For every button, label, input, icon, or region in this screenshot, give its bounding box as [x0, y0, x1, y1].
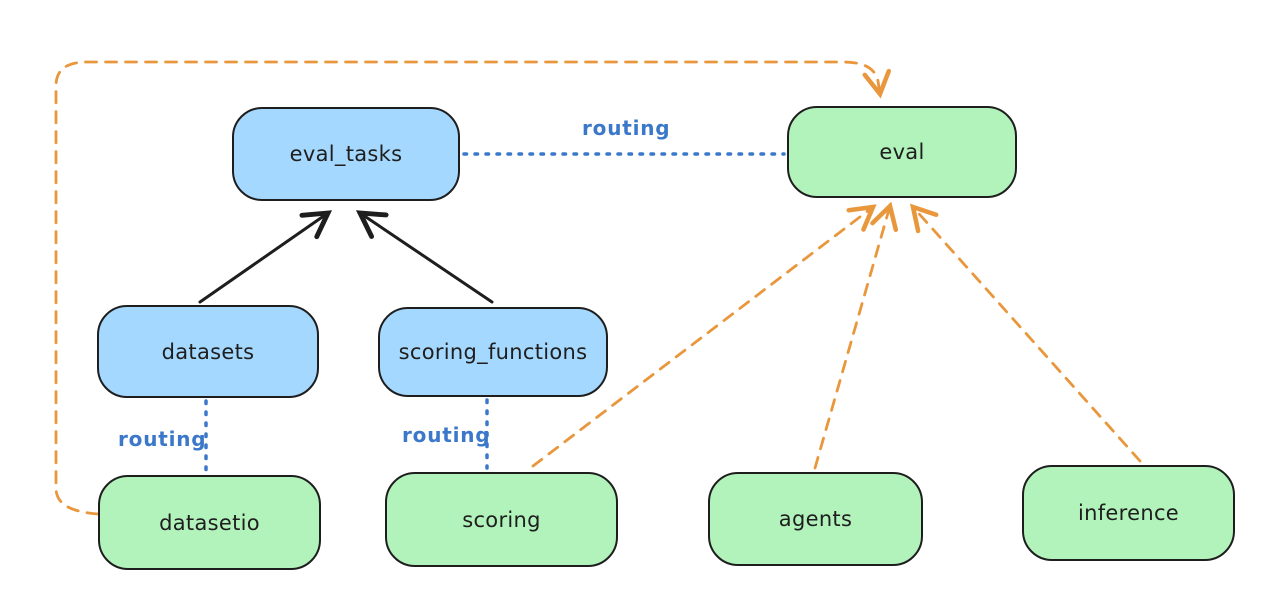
node-scoring-functions-label: scoring_functions	[398, 340, 588, 364]
node-datasetio: datasetio	[98, 475, 321, 570]
node-agents: agents	[708, 472, 923, 566]
edge-inference-to-eval	[909, 203, 1142, 463]
node-inference-label: inference	[1077, 501, 1180, 525]
edge-scoring-functions-to-eval-tasks	[355, 210, 494, 304]
node-datasetio-label: datasetio	[159, 510, 260, 535]
edge-label-routing-scoring: routing	[402, 423, 491, 447]
node-eval-label: eval	[879, 140, 925, 164]
edge-datasets-to-eval-tasks	[198, 210, 333, 304]
node-eval-tasks: eval_tasks	[232, 107, 460, 201]
node-eval: eval	[787, 106, 1017, 198]
node-datasets-label: datasets	[161, 339, 255, 364]
node-inference: inference	[1022, 465, 1235, 561]
node-scoring: scoring	[385, 472, 618, 567]
node-scoring-functions: scoring_functions	[378, 307, 608, 397]
edge-label-routing-eval: routing	[582, 116, 671, 140]
node-eval-tasks-label: eval_tasks	[289, 142, 403, 166]
node-datasets: datasets	[97, 305, 319, 398]
node-scoring-label: scoring	[462, 507, 541, 532]
edge-agents-to-eval	[813, 201, 899, 470]
edge-label-routing-datasetio: routing	[118, 427, 207, 451]
node-agents-label: agents	[778, 507, 853, 531]
